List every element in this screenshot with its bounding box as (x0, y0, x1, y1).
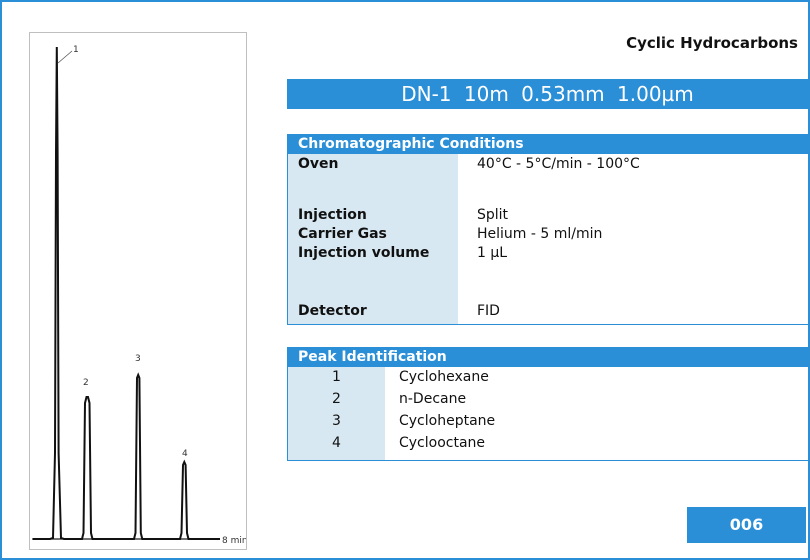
peak-1-leader (57, 50, 73, 64)
peak-number: 2 (332, 391, 341, 407)
peak-label-4: 4 (182, 449, 188, 459)
peak-label-2: 2 (83, 378, 89, 388)
conditions-header: Chromatographic Conditions (288, 135, 808, 154)
conditions-label-column (288, 154, 458, 324)
page-title: Cyclic Hydrocarbons (626, 34, 798, 52)
chromatogram-trace (33, 46, 220, 540)
column-spec-banner: DN-1 10m 0.53mm 1.00µm (287, 79, 808, 109)
condition-label-detector: Detector (298, 303, 367, 319)
chromatographic-conditions-table: Chromatographic Conditions Oven 40°C - 5… (287, 134, 809, 325)
condition-label-oven: Oven (298, 156, 339, 172)
peak-name: n-Decane (399, 391, 467, 407)
peaks-header: Peak Identification (288, 348, 808, 367)
chromatogram-plot: 1 2 3 4 8 min (32, 45, 246, 546)
condition-label-injection: Injection (298, 207, 367, 223)
peak-identification-table: Peak Identification 1 Cyclohexane 2 n-De… (287, 347, 809, 461)
condition-label-injection-volume: Injection volume (298, 245, 430, 261)
peak-label-1: 1 (73, 45, 79, 55)
peak-number: 1 (332, 369, 341, 385)
peak-number-column (288, 367, 385, 460)
time-axis-end-label: 8 min (222, 536, 246, 546)
peak-number: 4 (332, 435, 341, 451)
chromatogram-panel: 1 2 3 4 8 min (29, 32, 247, 550)
peak-label-3: 3 (135, 354, 141, 364)
conditions-body: Oven 40°C - 5°C/min - 100°C Injection Sp… (288, 154, 808, 324)
application-code-badge: 006 (687, 507, 806, 543)
peak-number: 3 (332, 413, 341, 429)
condition-value-injection-volume: 1 µL (477, 245, 508, 261)
peak-name: Cycloheptane (399, 413, 496, 429)
peak-name: Cyclohexane (399, 369, 489, 385)
condition-value-detector: FID (477, 303, 500, 319)
condition-label-carrier-gas: Carrier Gas (298, 226, 387, 242)
condition-value-injection: Split (477, 207, 509, 223)
peak-name: Cyclooctane (399, 435, 486, 451)
peaks-body: 1 Cyclohexane 2 n-Decane 3 Cycloheptane … (288, 367, 808, 460)
condition-value-carrier-gas: Helium - 5 ml/min (477, 226, 603, 242)
condition-value-oven: 40°C - 5°C/min - 100°C (477, 156, 640, 172)
